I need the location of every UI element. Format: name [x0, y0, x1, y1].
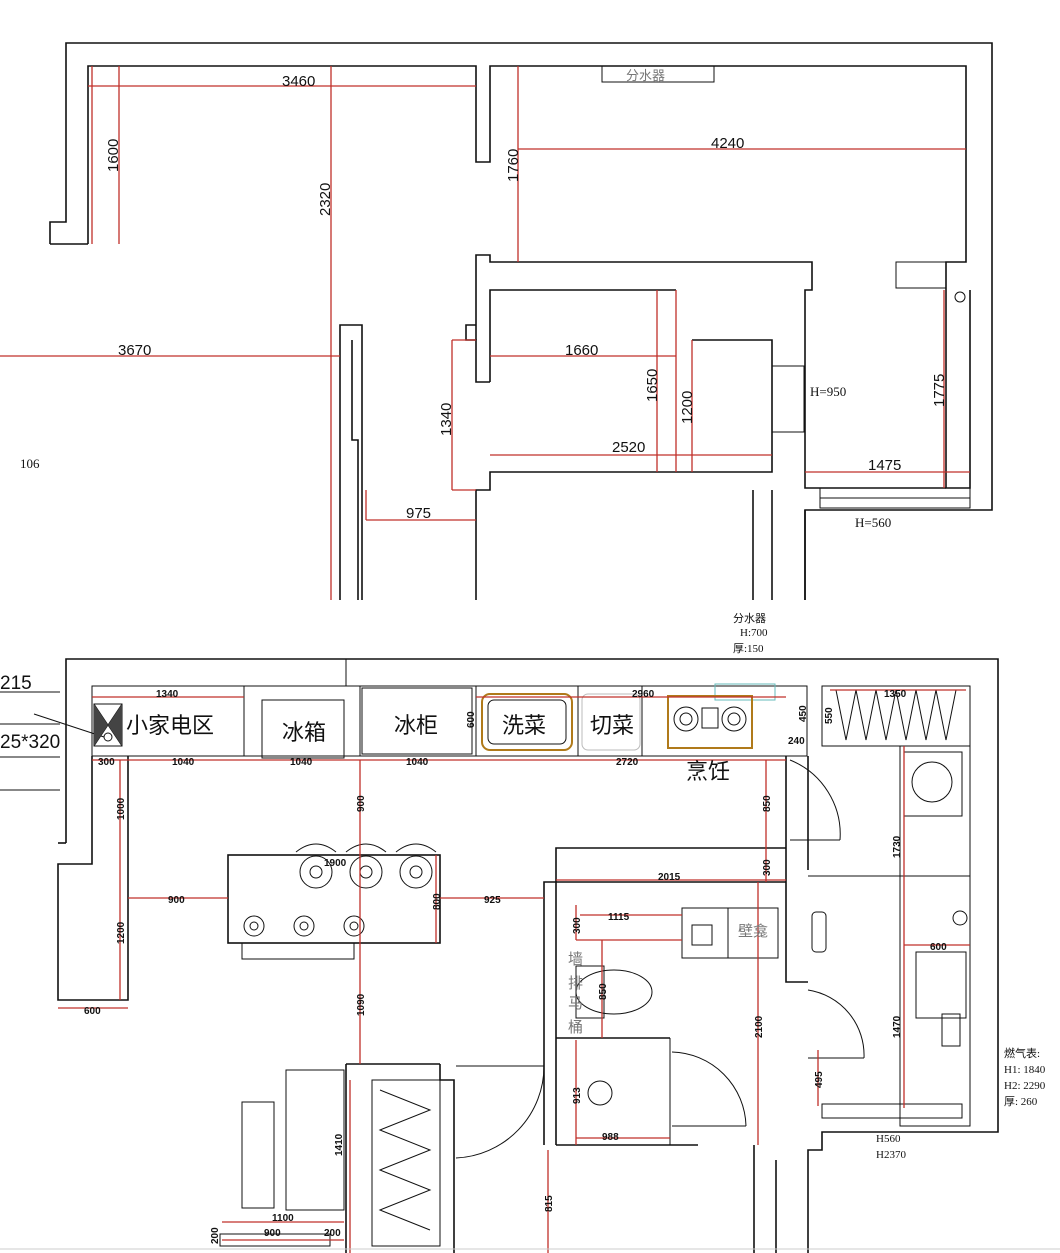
dim-2520: 2520	[612, 439, 645, 456]
dim-b200b: 200	[324, 1228, 341, 1239]
dim-b1350: 1350	[884, 689, 907, 700]
dim-b850: 850	[762, 795, 773, 812]
dim-b550: 550	[824, 707, 835, 724]
dim-b900b: 900	[264, 1228, 281, 1239]
dim-b2100: 2100	[754, 1015, 765, 1038]
dim-b300b: 300	[762, 859, 773, 876]
dim-b200a: 200	[210, 1227, 221, 1244]
dim-b913: 913	[572, 1087, 583, 1104]
dim-3670: 3670	[118, 342, 151, 359]
manifold-note-title: 分水器	[733, 612, 766, 625]
dim-b1040b: 1040	[290, 757, 313, 768]
dim-b600h: 600	[930, 942, 947, 953]
dim-b450: 450	[798, 705, 809, 722]
zone-fridge: 冰箱	[282, 721, 326, 746]
dim-b600b: 600	[84, 1006, 101, 1017]
dim-1650: 1650	[644, 369, 661, 402]
dim-4240: 4240	[711, 135, 744, 152]
gas-meter-h2: H2: 2290	[1004, 1080, 1046, 1092]
dim-b1470: 1470	[892, 1015, 903, 1038]
top-plan: 3460 1600 2320 1760 4240 3670 1660 1650 …	[0, 42, 993, 600]
dim-b1040a: 1040	[172, 757, 195, 768]
dim-1200: 1200	[679, 391, 696, 424]
h950-label: H=950	[810, 384, 846, 399]
dim-b2015: 2015	[658, 872, 681, 883]
h560-label: H=560	[855, 515, 891, 530]
dim-1660: 1660	[565, 342, 598, 359]
room-number: 106	[20, 456, 40, 471]
dim-b1730: 1730	[892, 835, 903, 858]
dim-b850b: 850	[598, 983, 609, 1000]
dim-b900h: 900	[168, 895, 185, 906]
toilet-char-4: 桶	[568, 1018, 583, 1036]
zone-niche: 壁龛	[738, 922, 768, 940]
partial-25x320: 25*320	[0, 732, 60, 753]
bottom-plan: 215 25*320 分水器 H:700 厚:150	[0, 612, 1046, 1253]
dim-1475: 1475	[868, 457, 901, 474]
dim-b1100: 1100	[272, 1213, 294, 1224]
dim-b900v: 900	[356, 795, 367, 812]
dim-b1200: 1200	[116, 921, 127, 944]
dim-1775: 1775	[931, 374, 948, 407]
dim-b1090: 1090	[356, 993, 367, 1016]
dim-b2960: 2960	[632, 689, 655, 700]
dim-b1340: 1340	[156, 689, 179, 700]
dim-b300: 300	[98, 757, 115, 768]
dim-b240: 240	[788, 736, 805, 747]
dim-b925: 925	[484, 895, 501, 906]
gas-meter-title: 燃气表:	[1004, 1046, 1040, 1060]
dim-b2720: 2720	[616, 757, 639, 768]
toilet-char-3: 马	[568, 994, 583, 1012]
zone-cook: 烹饪	[686, 760, 730, 785]
dim-1340: 1340	[438, 403, 455, 436]
manifold-note-thickness: 厚:150	[733, 642, 764, 655]
dim-b1900: 1900	[324, 858, 347, 869]
zone-wash: 洗菜	[502, 714, 546, 739]
dim-b988: 988	[602, 1132, 619, 1143]
gas-meter-h1: H1: 1840	[1004, 1064, 1046, 1076]
dim-1600: 1600	[105, 139, 122, 172]
dim-1760: 1760	[505, 149, 522, 182]
dim-b1000: 1000	[116, 797, 127, 820]
zone-cut: 切菜	[590, 714, 634, 739]
dim-b1040c: 1040	[406, 757, 429, 768]
dim-b1115: 1115	[608, 912, 630, 923]
dim-b1410: 1410	[334, 1133, 345, 1156]
dim-3460: 3460	[282, 73, 315, 90]
dim-b600v: 600	[466, 711, 477, 728]
manifold-note-height: H:700	[740, 627, 768, 639]
dim-b800: 800	[432, 893, 443, 910]
dim-b300c: 300	[572, 917, 583, 934]
zone-small-appliances: 小家电区	[126, 714, 214, 739]
h560-note: H560	[876, 1133, 901, 1145]
dim-b815: 815	[544, 1195, 555, 1212]
toilet-char-1: 墙	[568, 950, 583, 968]
dim-2320: 2320	[317, 183, 334, 216]
toilet-char-2: 排	[568, 974, 583, 992]
dim-975: 975	[406, 505, 431, 522]
gas-meter-thickness: 厚: 260	[1004, 1095, 1038, 1108]
partial-215: 215	[0, 673, 32, 694]
h2370-note: H2370	[876, 1149, 906, 1161]
manifold-label: 分水器	[626, 69, 665, 84]
zone-freezer: 冰柜	[394, 714, 438, 739]
dim-b495: 495	[814, 1071, 825, 1088]
